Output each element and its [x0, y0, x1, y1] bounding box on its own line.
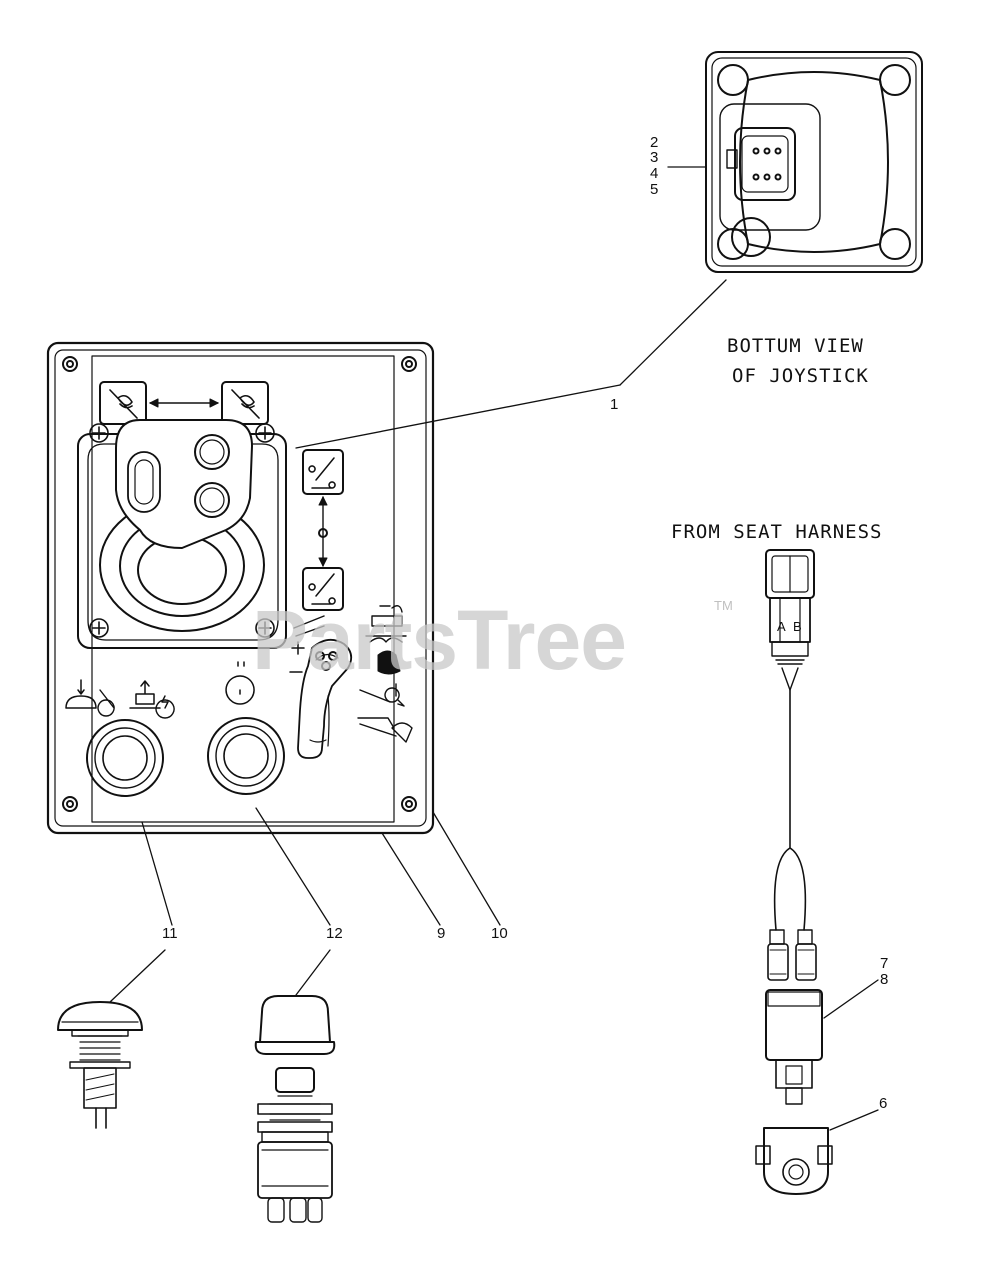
callout-9: 9: [437, 925, 446, 942]
caption-bottom-view: BOTTUM VIEW: [727, 335, 864, 357]
caption-of-joystick: OF JOYSTICK: [732, 365, 869, 387]
part-7-8-module: [765, 989, 823, 1105]
joystick-bottom-view: [705, 51, 923, 273]
callout-6: 6: [879, 1095, 888, 1112]
callout-1: 1: [610, 396, 619, 413]
seat-harness-adapter: [765, 549, 817, 981]
watermark: PartsTree: [252, 593, 627, 687]
part-11-push-button: [57, 1001, 143, 1129]
panel-leaders: [109, 807, 501, 1003]
part-12-switch: [254, 995, 336, 1223]
pin-a-label: A: [777, 619, 786, 634]
caption-from-seat-harness: FROM SEAT HARNESS: [671, 521, 883, 543]
leader-1-upper: [619, 279, 727, 386]
callout-10: 10: [491, 925, 508, 942]
callout-4: 4: [650, 165, 659, 182]
watermark-trademark: TM: [714, 598, 733, 613]
control-panel: [46, 341, 435, 835]
callout-12: 12: [326, 925, 343, 942]
harness-leaders: [823, 979, 879, 1131]
leader-1-lower: [295, 384, 621, 449]
callout-3: 3: [650, 149, 659, 166]
callout-7: 7: [880, 955, 889, 972]
callout-5: 5: [650, 181, 659, 198]
callout-8: 8: [880, 971, 889, 988]
part-6-terminal: [755, 1127, 833, 1195]
pin-b-label: B: [793, 619, 802, 634]
callout-11: 11: [162, 925, 178, 942]
callout-2: 2: [650, 134, 659, 151]
